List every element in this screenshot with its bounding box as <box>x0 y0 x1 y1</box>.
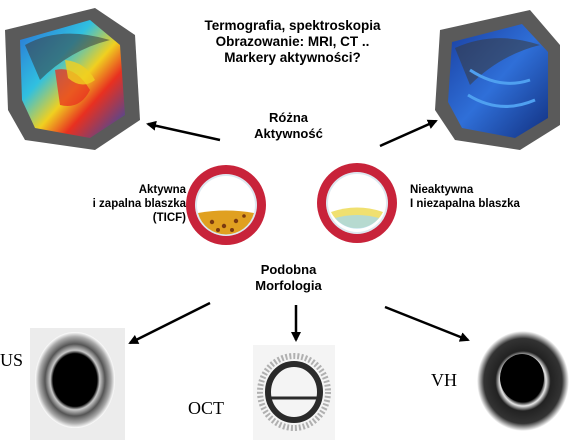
arrow-to-inactive-vessel <box>380 121 436 146</box>
header-line-3: Markery aktywności? <box>150 50 435 66</box>
label-different-activity: Różna Aktywność <box>246 110 331 141</box>
label-inactive-plaque: Nieaktywna I niezapalna blaszka <box>410 184 550 212</box>
label-ivus: US <box>0 350 23 371</box>
thermography-vessel-active <box>5 8 140 150</box>
arrow-to-active-vessel <box>148 124 220 140</box>
thermography-vessel-inactive <box>435 10 560 150</box>
arrow-to-vh <box>385 307 468 340</box>
plaque-cross-section-active <box>186 165 266 245</box>
header-line-2: Obrazowanie: MRI, CT .. <box>150 34 435 50</box>
header-line-1: Termografia, spektroskopia <box>150 18 435 34</box>
label-similar-morphology: Podobna Morfologia <box>246 262 331 293</box>
ivus-image <box>30 328 125 440</box>
label-active-plaque: Aktywna i zapalna blaszka (TICF) <box>90 184 186 225</box>
label-oct: OCT <box>188 398 224 419</box>
label-vh: VH <box>431 370 457 391</box>
plaque-cross-section-inactive <box>317 163 397 243</box>
arrow-to-ivus <box>130 303 210 343</box>
oct-image <box>253 345 335 440</box>
vh-image <box>477 331 569 431</box>
header-text: Termografia, spektroskopia Obrazowanie: … <box>150 18 435 67</box>
